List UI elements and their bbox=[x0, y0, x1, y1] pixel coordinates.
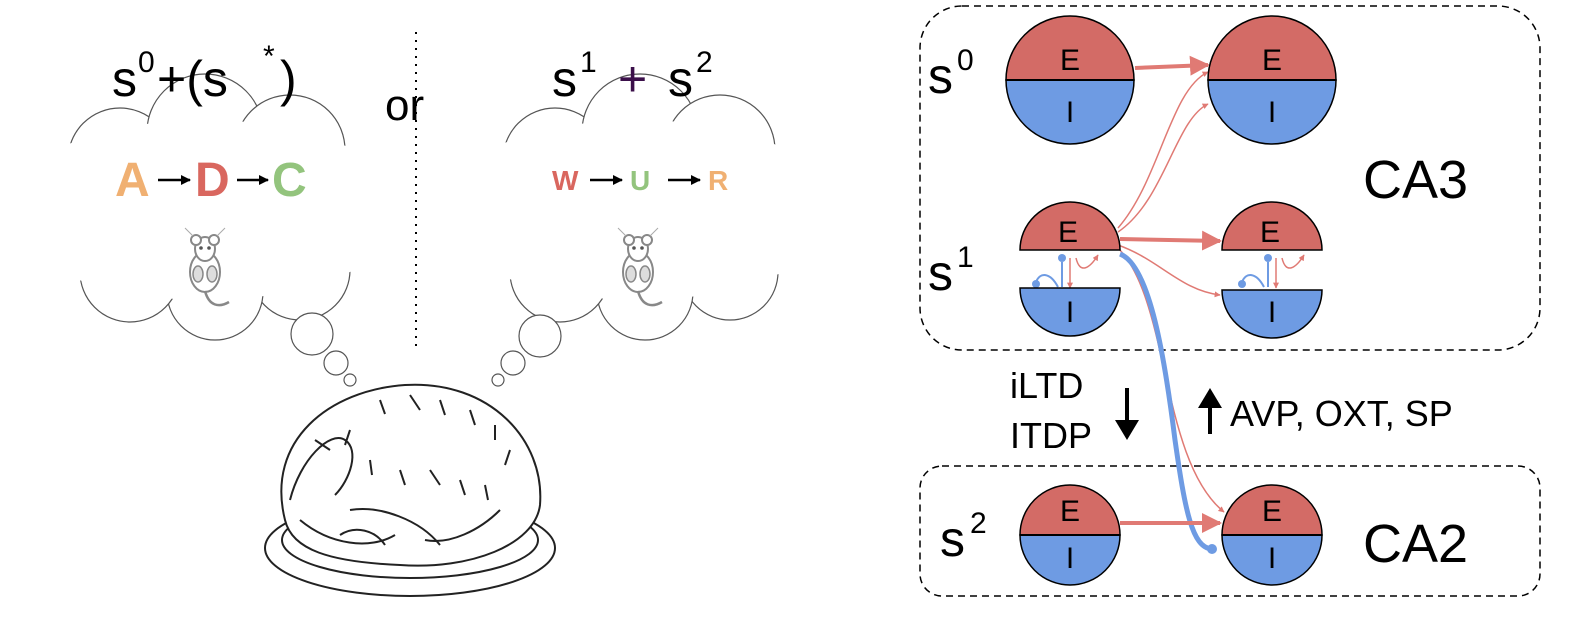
row-label-s2: s 2 bbox=[940, 507, 987, 567]
arrow-s0-to-ca3-target0 bbox=[1134, 55, 1210, 76]
svg-text:E: E bbox=[1260, 216, 1280, 249]
arrow-s1-to-ca3-target1 bbox=[1119, 230, 1222, 251]
svg-text:E: E bbox=[1058, 216, 1078, 249]
svg-text:s: s bbox=[928, 48, 953, 104]
or-label: or bbox=[385, 81, 424, 130]
svg-text:s: s bbox=[668, 51, 693, 107]
svg-text:ITDP: ITDP bbox=[1010, 415, 1092, 456]
arrow-s1-to-ca3-target1-inh bbox=[1117, 244, 1221, 298]
arrow-s1-to-ca3-target0-b bbox=[1117, 103, 1209, 233]
thought2-sequence: W U R bbox=[552, 165, 728, 196]
seq-U: U bbox=[630, 165, 650, 196]
arrow-s1-to-ca2-e bbox=[1117, 247, 1225, 513]
sleeping-rat-icon bbox=[264, 383, 556, 597]
node-ca3-s1-source: E I bbox=[1019, 201, 1121, 337]
node-ca2-s2-source: E I bbox=[1019, 484, 1121, 586]
thought1-sequence: A D C bbox=[115, 154, 307, 207]
seq-D: D bbox=[195, 154, 230, 207]
svg-text:*: * bbox=[263, 40, 275, 73]
svg-text:E: E bbox=[1262, 44, 1282, 77]
node-ca3-s1-target: E I bbox=[1221, 201, 1323, 339]
node-ca3-s0-target: E I bbox=[1207, 15, 1337, 145]
svg-text:AVP, OXT, SP: AVP, OXT, SP bbox=[1230, 393, 1453, 434]
svg-text:): ) bbox=[280, 51, 297, 107]
row-label-s1: s 1 bbox=[928, 241, 974, 301]
svg-text:s: s bbox=[940, 511, 965, 567]
ca2-label: CA2 bbox=[1363, 514, 1468, 574]
svg-text:s: s bbox=[928, 245, 953, 301]
modulation-up: AVP, OXT, SP bbox=[1198, 388, 1453, 434]
svg-text:+: + bbox=[618, 51, 647, 107]
seq-W: W bbox=[552, 165, 579, 196]
ca3-label: CA3 bbox=[1363, 150, 1468, 210]
svg-text:2: 2 bbox=[696, 46, 713, 79]
node-ca2-target: E I bbox=[1221, 484, 1323, 586]
seq-R: R bbox=[708, 165, 728, 196]
svg-text:1: 1 bbox=[957, 241, 974, 274]
seq-C: C bbox=[272, 154, 307, 207]
svg-text:1: 1 bbox=[580, 46, 597, 79]
svg-text:I: I bbox=[1066, 296, 1074, 329]
modulation-down: iLTD ITDP bbox=[1010, 365, 1139, 456]
svg-text:0: 0 bbox=[957, 44, 974, 77]
svg-text:E: E bbox=[1060, 495, 1080, 528]
svg-text:iLTD: iLTD bbox=[1010, 365, 1083, 406]
thought-cloud-1 bbox=[5, 73, 405, 387]
svg-text:E: E bbox=[1262, 495, 1282, 528]
svg-text:I: I bbox=[1066, 96, 1074, 129]
svg-text:I: I bbox=[1268, 296, 1276, 329]
ca2-region bbox=[919, 465, 1541, 597]
svg-text:0: 0 bbox=[138, 46, 155, 79]
svg-text:2: 2 bbox=[970, 507, 987, 540]
arrow-down-icon bbox=[1115, 420, 1139, 440]
seq-A: A bbox=[115, 154, 150, 207]
svg-text:I: I bbox=[1268, 542, 1276, 575]
arrow-s1-to-ca3-target0-a bbox=[1117, 71, 1209, 229]
thought1-heading: s 0 +(s * ) bbox=[112, 40, 297, 107]
svg-text:E: E bbox=[1060, 44, 1080, 77]
thought2-heading: s 1 + s 2 bbox=[552, 46, 713, 107]
ca3-region bbox=[919, 5, 1541, 351]
svg-text:s: s bbox=[552, 51, 577, 107]
node-ca3-s0-source: E I bbox=[1005, 15, 1135, 145]
svg-text:s: s bbox=[112, 51, 137, 107]
svg-text:I: I bbox=[1066, 542, 1074, 575]
row-label-s0: s 0 bbox=[928, 44, 974, 104]
svg-text:+(s: +(s bbox=[157, 51, 228, 107]
inhib-s1-to-ca2-i bbox=[1118, 251, 1213, 552]
svg-text:I: I bbox=[1268, 96, 1276, 129]
node-e bbox=[1005, 15, 1135, 81]
thought-cloud-2 bbox=[438, 73, 838, 387]
arrow-up-icon bbox=[1198, 388, 1222, 408]
connections bbox=[1032, 55, 1305, 554]
node-i bbox=[1005, 79, 1135, 145]
